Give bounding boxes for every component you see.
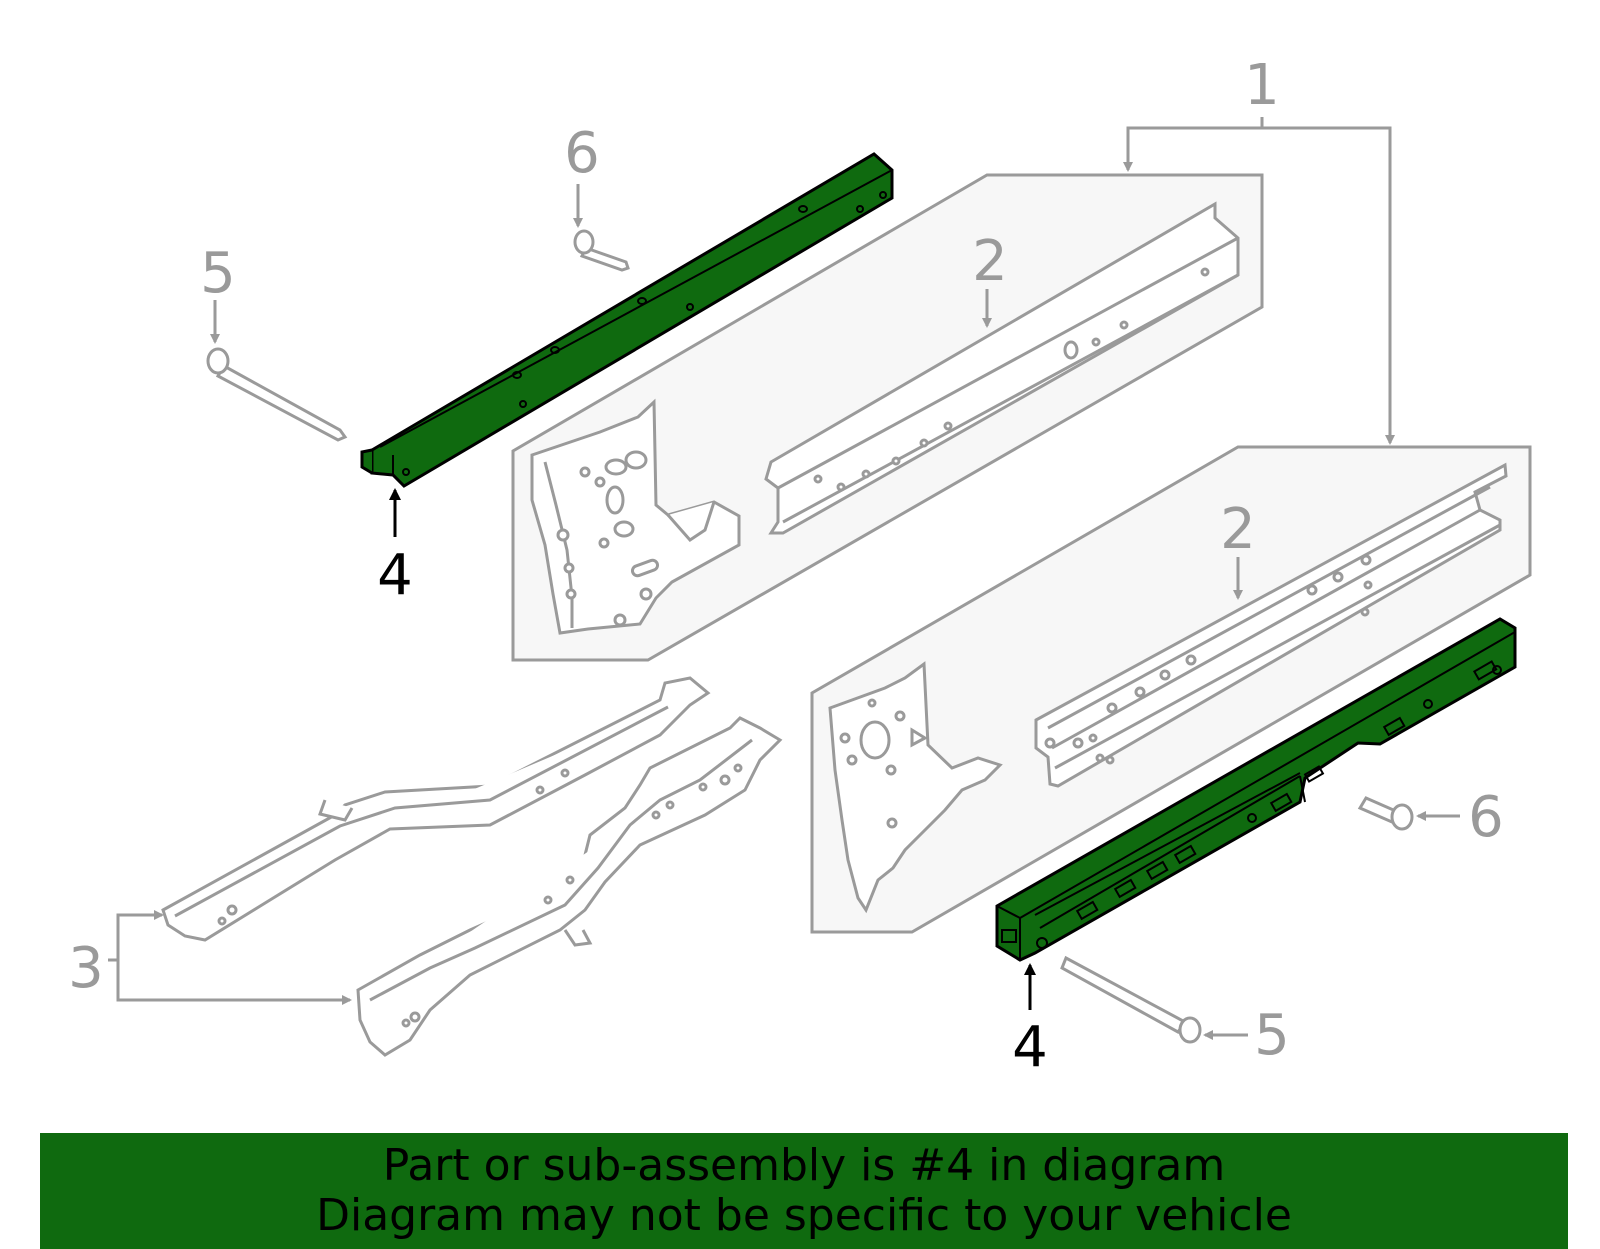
upper-assembly-panel — [511, 173, 1264, 662]
callout-5-upper: 5 — [200, 241, 236, 306]
leader-lines — [108, 117, 1460, 1040]
upper-rail-part-2 — [764, 201, 1240, 535]
banner-line-1: Part or sub-assembly is #4 in diagram — [382, 1140, 1226, 1191]
callout-6-upper: 6 — [564, 121, 600, 186]
callout-2-upper: 2 — [972, 229, 1008, 294]
lower-pillar — [828, 661, 1003, 914]
bolt-part-5-lower — [1060, 955, 1202, 1044]
callout-1: 1 — [1244, 53, 1280, 118]
lower-assembly-panel — [810, 445, 1532, 934]
callout-4-upper: 4 — [377, 543, 413, 608]
callout-4-lower: 4 — [1012, 1015, 1048, 1080]
callout-3: 3 — [68, 936, 104, 1001]
part-4-upper-highlight — [360, 152, 894, 488]
info-banner: Part or sub-assembly is #4 in diagram Di… — [40, 1133, 1568, 1249]
bolt-part-6-upper — [573, 229, 630, 272]
frame-rails-part-3 — [161, 676, 783, 1057]
banner-line-2: Diagram may not be specific to your vehi… — [316, 1190, 1292, 1241]
part-4-lower-highlight — [995, 617, 1517, 962]
callout-2-lower: 2 — [1220, 497, 1256, 562]
upper-pillar — [530, 398, 741, 635]
callout-5-lower: 5 — [1254, 1003, 1290, 1068]
callout-6-lower: 6 — [1468, 785, 1504, 850]
leader-lines-part-4 — [389, 488, 1036, 1010]
bolt-part-5-upper — [206, 347, 348, 442]
bolt-part-6-lower — [1357, 796, 1414, 831]
lower-rail-part-2 — [1034, 462, 1508, 788]
